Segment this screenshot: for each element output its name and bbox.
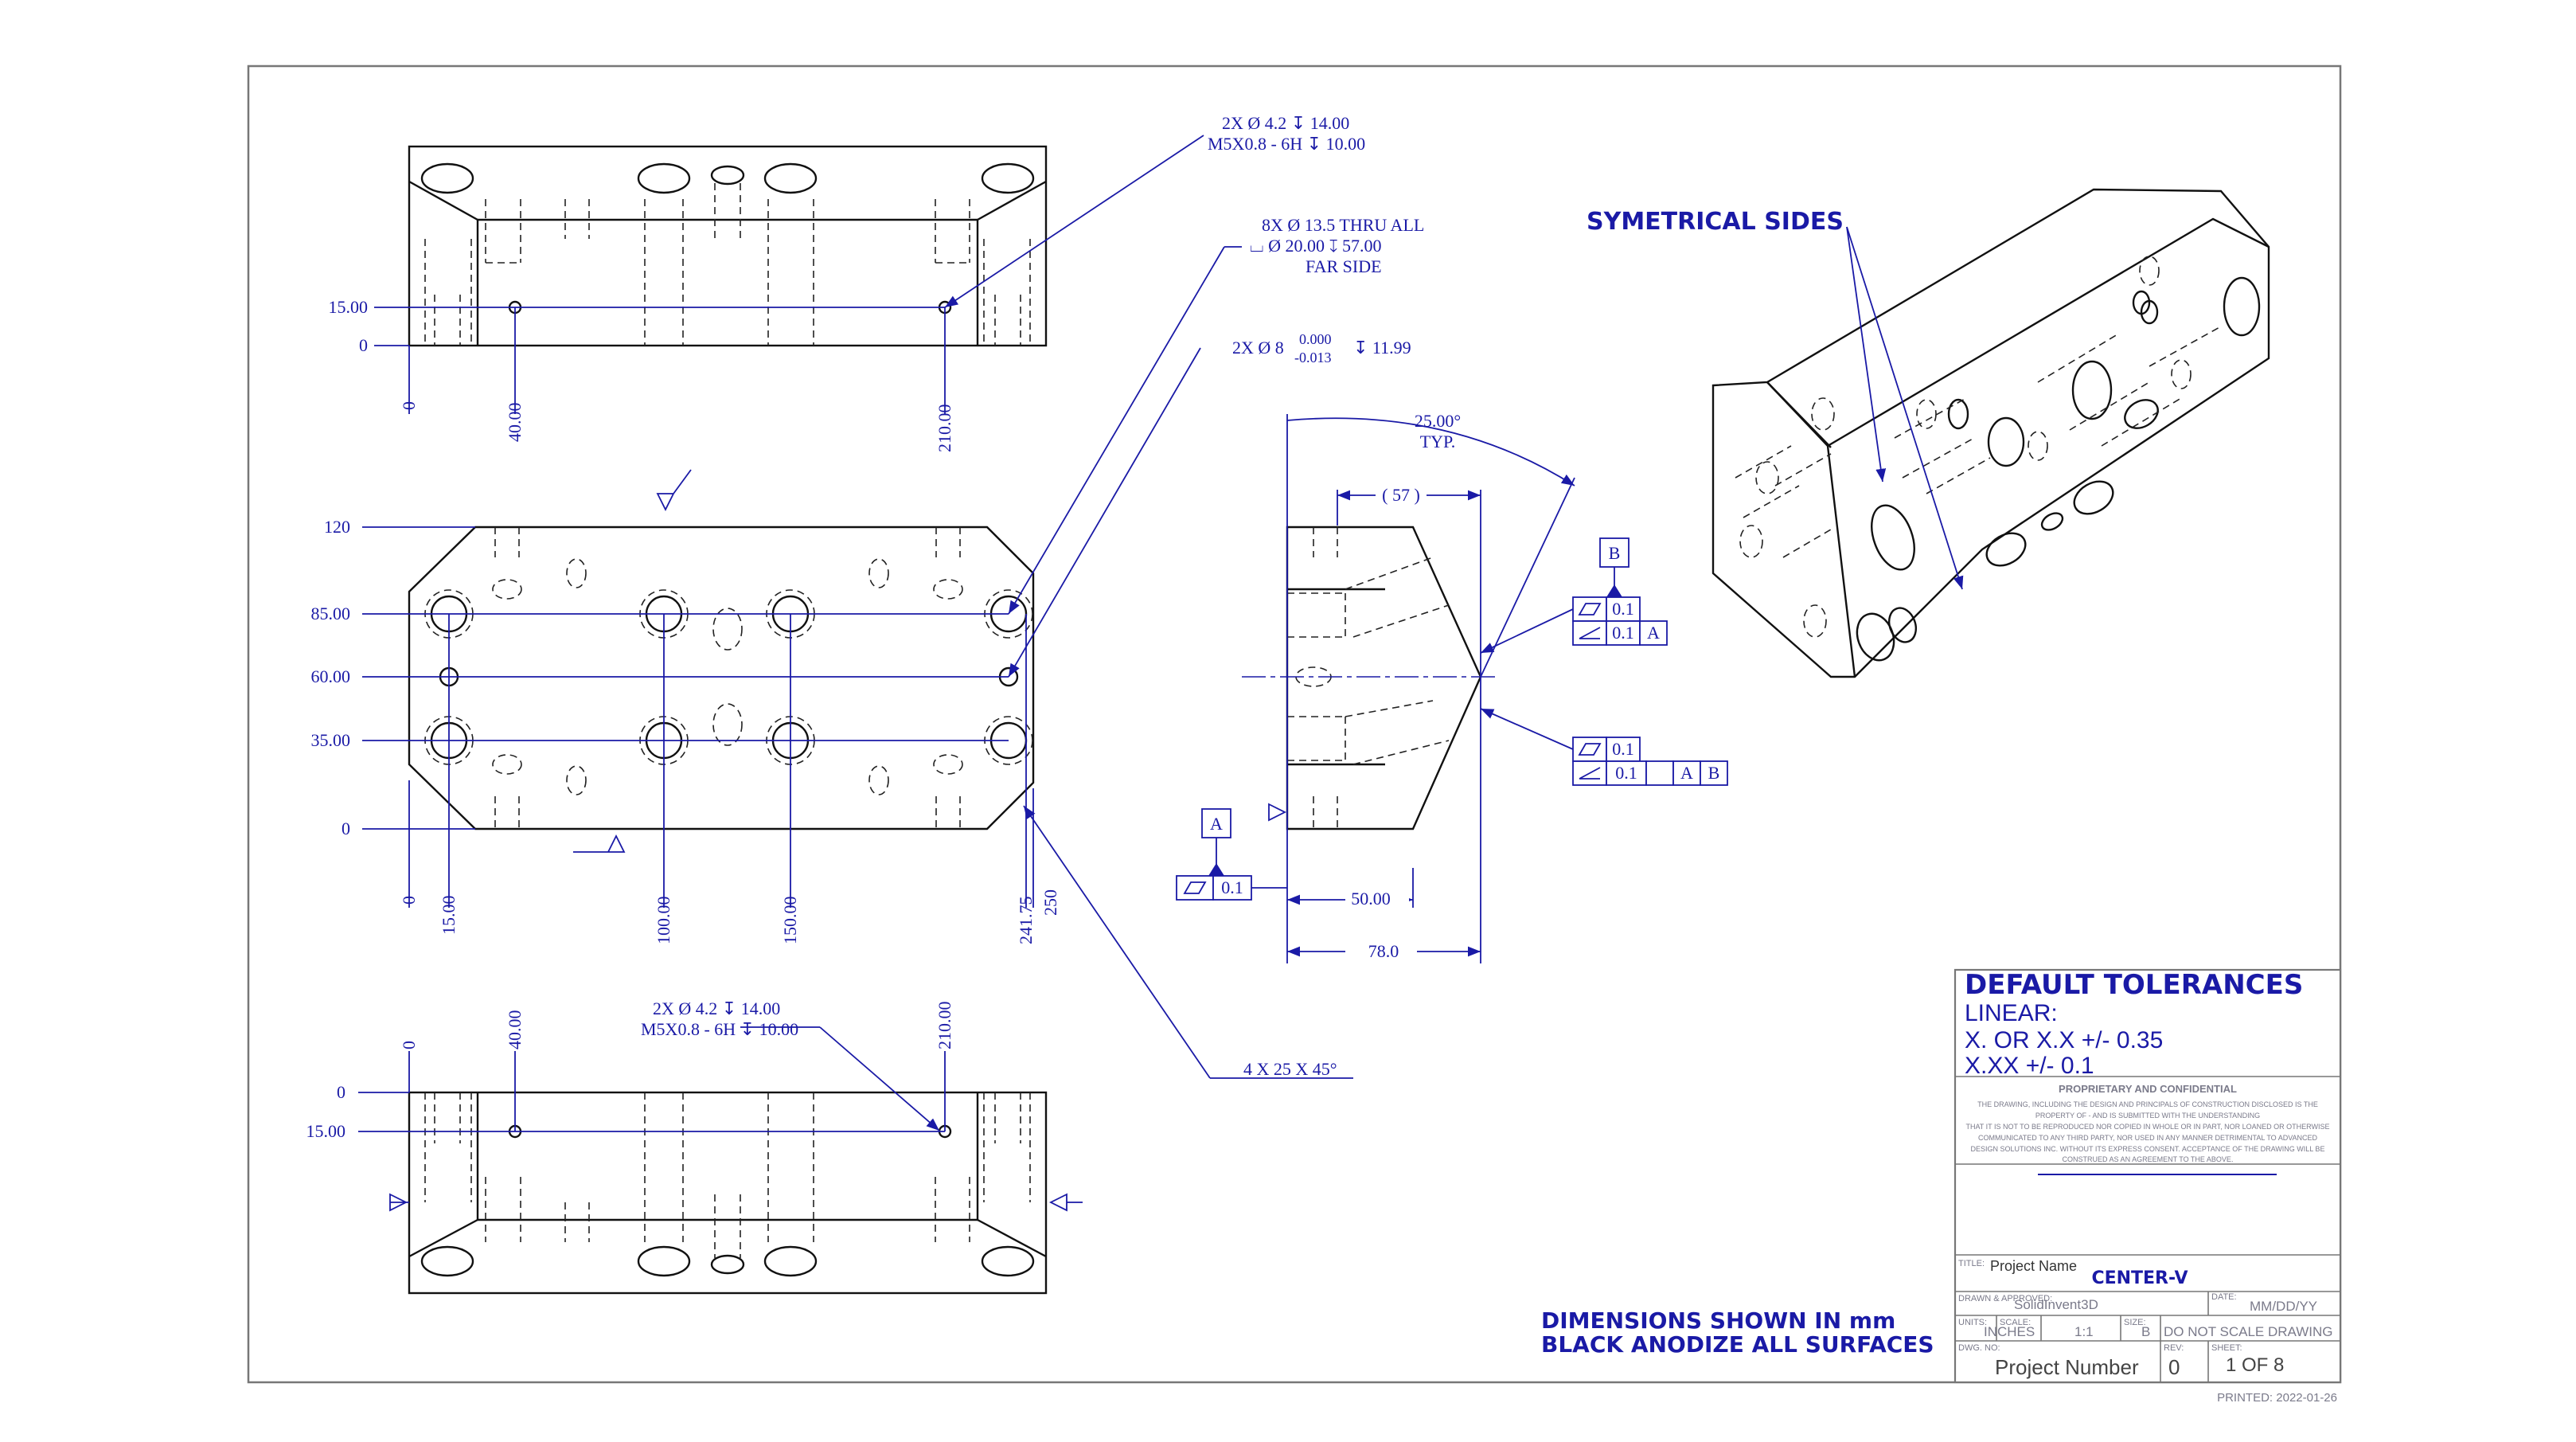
bottom-dim-0v: 0 [337, 1082, 345, 1102]
fcf-lower-ref-a: A [1680, 763, 1693, 783]
bottom-view: 0 15.00 0 40.00 210.00 2X Ø 4.2 ↧ 14.00 … [306, 998, 1083, 1295]
tolerance-line-1: X. OR X.X +/- 0.35 [1965, 1027, 2163, 1053]
front-dim-15: 15.00 [439, 896, 459, 936]
scale-label: SCALE: [2000, 1318, 2031, 1327]
fcf-lower-ref-b: B [1708, 763, 1720, 783]
printed-date: PRINTED: 2022-01-26 [2217, 1391, 2337, 1405]
top-callout-2: M5X0.8 - 6H ↧ 10.00 [1208, 134, 1365, 154]
dwg-label: DWG. NO: [1958, 1343, 2000, 1353]
side-angle: 25.00° [1415, 411, 1461, 431]
fcf-lower-angle: 0.1 [1615, 763, 1637, 783]
tolerance-linear: LINEAR: [1965, 1000, 2058, 1026]
front-callout-dowel: 2X Ø 8 [1232, 338, 1284, 358]
tolerance-title: DEFAULT TOLERANCES [1965, 969, 2303, 1001]
front-view: 120 85.00 60.00 35.00 0 0 15.00 100.00 1… [311, 215, 1425, 1079]
no-scale-note: DO NOT SCALE DRAWING [2164, 1324, 2333, 1339]
dwg-value: Project Number [1995, 1355, 2139, 1379]
top-dim-15: 15.00 [329, 297, 369, 317]
part-name: CENTER-V [2091, 1268, 2188, 1288]
date-value: MM/DD/YY [2250, 1299, 2317, 1314]
datum-b-label: B [1609, 543, 1621, 563]
bottom-dim-40: 40.00 [505, 1010, 525, 1050]
fcf-b-angle: 0.1 [1612, 623, 1634, 643]
drawn-value: SolidInvent3D [2014, 1297, 2098, 1312]
side-view: 50.00 78.0 ( 57 ) 25.00° TYP. A 0.1 B 0.… [1176, 411, 1728, 963]
front-dim-241: 241.75 [1016, 897, 1036, 945]
front-dim-150: 150.00 [780, 897, 800, 945]
fcf-datum-a-value: 0.1 [1221, 877, 1243, 897]
rev-label: REV: [2164, 1343, 2184, 1353]
datum-a-label: A [1210, 814, 1223, 834]
front-callout-dowel-depth: ↧ 11.99 [1353, 338, 1411, 358]
side-ref-dim: ( 57 ) [1382, 485, 1420, 505]
chamfer-callout: 4 X 25 X 45° [1243, 1059, 1337, 1079]
units-label: UNITS: [1958, 1318, 1987, 1327]
top-dim-0v: 0 [359, 335, 368, 355]
units-value: INCHES [1984, 1324, 2035, 1339]
front-dim-35: 35.00 [311, 730, 351, 750]
proprietary-line-5: DESIGN SOLUTIONS INC. WITHOUT ITS EXPRES… [1971, 1145, 2325, 1153]
fcf-b-flat: 0.1 [1612, 599, 1634, 619]
fcf-lower-flat: 0.1 [1612, 739, 1634, 759]
proprietary-title: PROPRIETARY AND CONFIDENTIAL [2059, 1083, 2237, 1095]
top-view: 15.00 0 0 40.00 210.00 2X Ø 4.2 ↧ 14.00 … [329, 113, 1366, 452]
fcf-b-angle-ref: A [1647, 623, 1660, 643]
front-callout-thru-3: FAR SIDE [1306, 256, 1382, 276]
side-dim-78: 78.0 [1368, 941, 1399, 961]
bottom-dim-0h: 0 [399, 1041, 419, 1049]
bottom-dim-210: 210.00 [935, 1002, 954, 1050]
side-dim-50: 50.00 [1351, 889, 1391, 909]
size-value: B [2141, 1324, 2150, 1339]
note-dimensions: DIMENSIONS SHOWN IN mm [1541, 1307, 1895, 1334]
top-dim-0h: 0 [399, 401, 419, 410]
front-dim-100: 100.00 [654, 897, 673, 945]
sheet-border [247, 64, 2342, 1384]
isometric-view: SYMETRICAL SIDES [1587, 188, 2270, 678]
front-callout-dowel-up: 0.000 [1299, 331, 1332, 347]
size-label: SIZE: [2124, 1318, 2146, 1327]
iso-label: SYMETRICAL SIDES [1587, 208, 1844, 236]
note-anodize: BLACK ANODIZE ALL SURFACES [1541, 1331, 1934, 1358]
proprietary-line-3: THAT IT IS NOT TO BE REPRODUCED NOR COPI… [1965, 1123, 2329, 1131]
project-name: Project Name [1990, 1258, 2077, 1274]
sheet-value: 1 OF 8 [2226, 1354, 2284, 1376]
drawn-label: DRAWN & APPROVED: [1958, 1294, 2052, 1303]
front-dim-60: 60.00 [311, 666, 351, 686]
front-callout-dowel-low: -0.013 [1294, 350, 1332, 365]
title-label: TITLE: [1958, 1259, 1985, 1268]
front-dim-0h: 0 [399, 896, 419, 905]
proprietary-line-1: THE DRAWING, INCLUDING THE DESIGN AND PR… [1977, 1100, 2318, 1108]
top-dim-40: 40.00 [505, 403, 525, 443]
proprietary-line-6: CONSTRUED AS AN AGREEMENT TO THE ABOVE. [2063, 1155, 2234, 1163]
rev-value: 0 [2168, 1355, 2180, 1379]
front-dim-120: 120 [324, 517, 350, 537]
bottom-callout-2: M5X0.8 - 6H ↧ 10.00 [641, 1019, 798, 1039]
date-label: DATE: [2211, 1292, 2237, 1302]
side-angle-typ: TYP. [1420, 432, 1456, 451]
scale-value: 1:1 [2074, 1324, 2094, 1339]
proprietary-line-2: PROPERTY OF - AND IS SUBMITTED WITH THE … [2035, 1112, 2260, 1120]
front-callout-thru-1: 8X Ø 13.5 THRU ALL [1262, 215, 1424, 235]
tolerance-line-2: X.XX +/- 0.1 [1965, 1053, 2094, 1079]
title-block: DEFAULT TOLERANCES LINEAR: X. OR X.X +/-… [1953, 968, 2342, 1384]
top-dim-210: 210.00 [935, 404, 954, 453]
proprietary-line-4: COMMUNICATED TO ANY THIRD PARTY, NOR USE… [1978, 1134, 2318, 1142]
bottom-dim-15: 15.00 [306, 1121, 346, 1141]
front-callout-thru-2: ⌴ Ø 20.00 ↧ 57.00 [1250, 236, 1382, 256]
top-callout-1: 2X Ø 4.2 ↧ 14.00 [1222, 113, 1349, 133]
front-dim-0v: 0 [342, 819, 350, 838]
front-dim-250: 250 [1040, 889, 1060, 916]
front-dim-85: 85.00 [311, 604, 351, 623]
sheet-label: SHEET: [2211, 1343, 2242, 1353]
bottom-callout-1: 2X Ø 4.2 ↧ 14.00 [653, 998, 780, 1018]
